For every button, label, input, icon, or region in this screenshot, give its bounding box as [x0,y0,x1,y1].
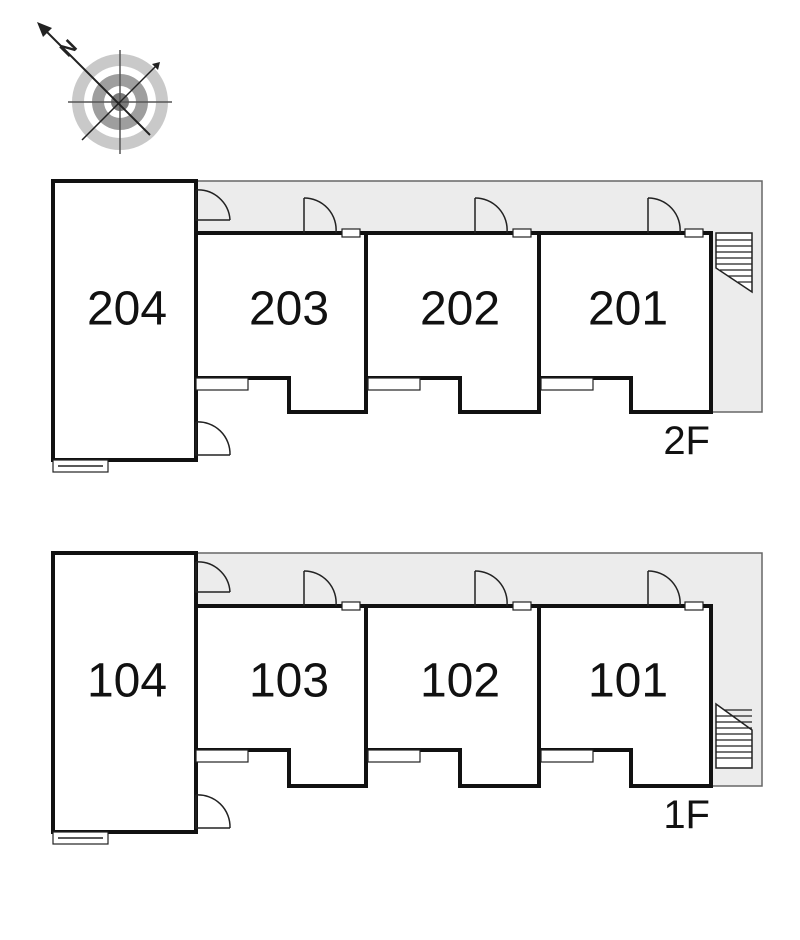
compass-rose-icon: N [37,22,172,154]
unit-101-label: 101 [588,655,668,708]
compass-north-letter: N [56,36,82,62]
floor-2f-plan: 204 203 202 201 2F [51,179,763,473]
unit-102-label: 102 [420,655,500,708]
floor-1f-plan: 104 103 102 101 1F [51,551,763,845]
unit-203-label: 203 [249,283,329,336]
unit-204-label: 204 [87,283,167,336]
floor-2f-label: 2F [663,419,710,463]
staircase-icon [715,702,753,769]
staircase-icon [715,232,753,294]
floor-1f-label: 1F [663,793,710,837]
unit-104-label: 104 [87,655,167,708]
unit-201-label: 201 [588,283,668,336]
unit-202-label: 202 [420,283,500,336]
unit-103-label: 103 [249,655,329,708]
